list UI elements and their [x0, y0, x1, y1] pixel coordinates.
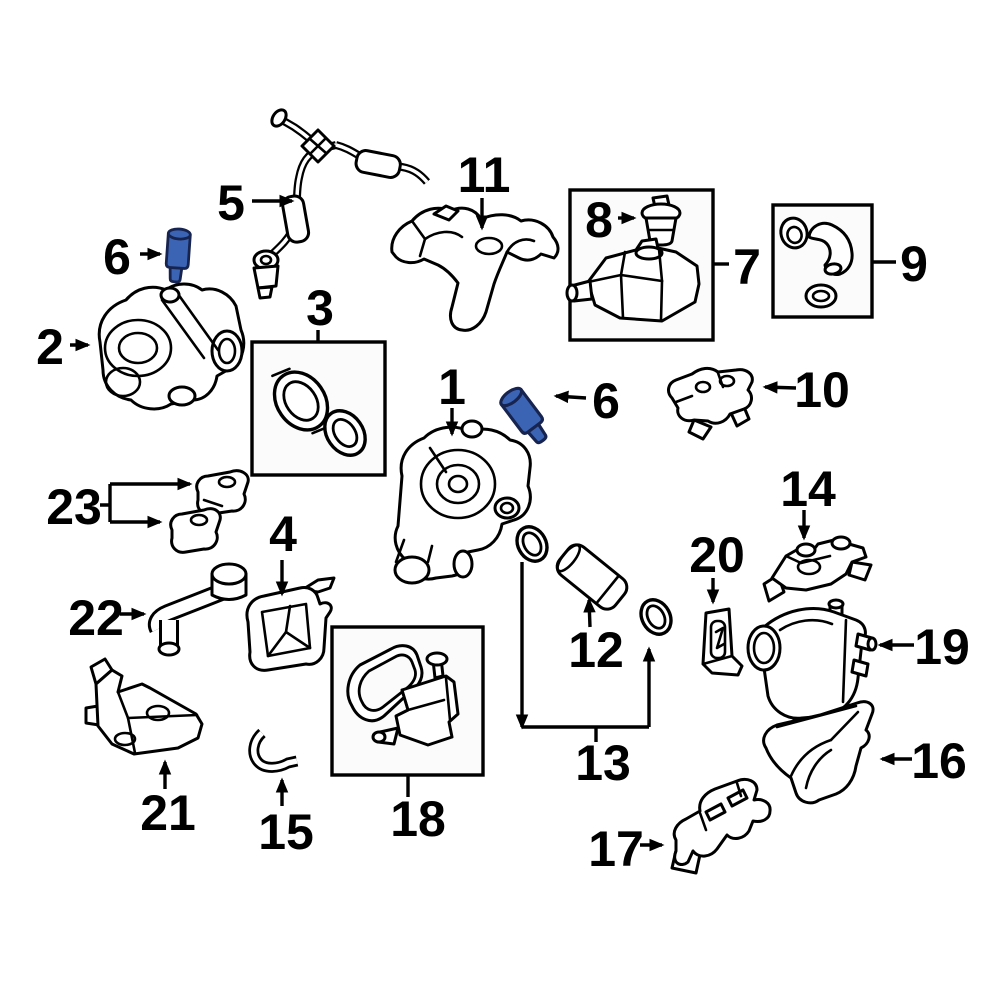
callout-4: 4	[269, 506, 297, 562]
part-11-heat-shield	[390, 204, 560, 332]
part-15-hose	[248, 728, 299, 773]
part-3-seal-kit	[271, 367, 367, 457]
callout-6-center: 6	[592, 373, 620, 429]
callout-21: 21	[140, 785, 196, 841]
part-4-insulator	[245, 576, 336, 672]
part-12-tube	[555, 543, 629, 611]
part-6-sensor-top	[164, 227, 192, 284]
callout-22: 22	[68, 590, 124, 646]
part-2-turbocharger-left	[97, 282, 246, 411]
callout-9: 9	[900, 236, 928, 292]
part-6-sensor-center	[499, 386, 548, 445]
callout-17: 17	[588, 821, 644, 877]
callout-15: 15	[258, 804, 314, 860]
callout-12: 12	[568, 622, 624, 678]
callout-1: 1	[438, 359, 466, 415]
callout-8: 8	[585, 192, 613, 248]
part-23-brackets	[169, 469, 250, 554]
part-10-bracket	[667, 366, 754, 441]
part-14-bracket	[762, 535, 873, 603]
callout-18: 18	[390, 791, 446, 847]
part-13-seal-rings	[515, 525, 673, 636]
callout-13: 13	[575, 735, 631, 791]
part-7-reservoir	[565, 237, 701, 323]
callout-3: 3	[306, 280, 334, 336]
part-9-hose-kit	[779, 216, 854, 309]
part-17-bracket-lower	[670, 777, 772, 875]
leader-lines	[70, 194, 914, 852]
callout-labels: 5 6 11 8 7 9 2 3 1 6 10 23 4 22 14 20 19…	[36, 147, 970, 877]
callout-5: 5	[217, 175, 245, 231]
part-20-plate	[701, 607, 744, 677]
part-1-turbocharger	[393, 419, 532, 585]
callout-10: 10	[794, 362, 850, 418]
callout-14: 14	[780, 461, 836, 517]
callout-7: 7	[733, 239, 761, 295]
part-22-tube	[147, 562, 248, 657]
callout-19: 19	[914, 619, 970, 675]
callout-6-top: 6	[103, 229, 131, 285]
part-18-gasket-kit	[346, 644, 460, 747]
callout-20: 20	[689, 527, 745, 583]
callout-16: 16	[911, 733, 967, 789]
part-5-oil-line	[252, 108, 431, 300]
part-16-heat-shield-lower	[762, 700, 875, 805]
callout-23: 23	[46, 479, 102, 535]
callout-2: 2	[36, 319, 64, 375]
part-21-bracket	[84, 657, 204, 756]
callout-11: 11	[458, 147, 511, 203]
